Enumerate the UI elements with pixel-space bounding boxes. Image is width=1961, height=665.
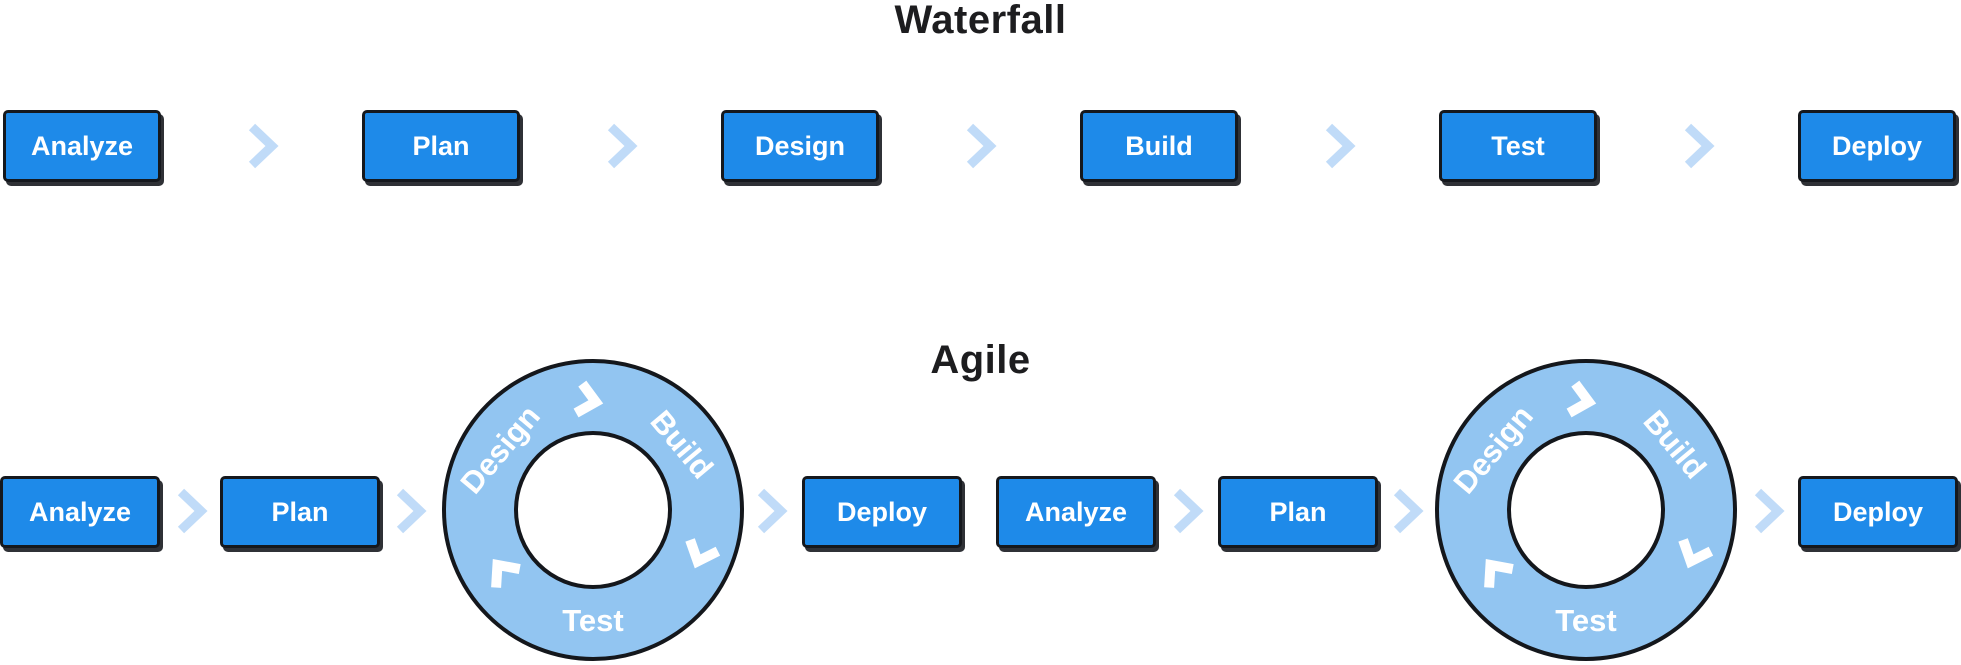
cycle-label-test: Test	[1555, 603, 1616, 638]
chevron-clockwise-icon	[1484, 558, 1514, 588]
cycle-label-test: Test	[562, 603, 623, 638]
chevron-right-icon	[177, 488, 208, 534]
agile-step-deploy-2: Deploy	[1798, 476, 1958, 548]
waterfall-step-plan: Plan	[362, 110, 520, 182]
cycle-ring-inner	[1507, 431, 1665, 589]
agile-step-analyze-1: Analyze	[0, 476, 160, 548]
waterfall-step-deploy: Deploy	[1798, 110, 1956, 182]
chevron-right-icon	[757, 488, 788, 534]
chevron-right-icon	[248, 123, 279, 169]
chevron-clockwise-icon	[685, 538, 721, 569]
agile-step-analyze-2: Analyze	[996, 476, 1156, 548]
waterfall-step-design: Design	[721, 110, 879, 182]
chevron-right-icon	[607, 123, 638, 169]
waterfall-step-build: Build	[1080, 110, 1238, 182]
chevron-right-icon	[966, 123, 997, 169]
agile-cycle-ring-1: Design Build Test	[442, 359, 744, 661]
cycle-ring-inner	[514, 431, 672, 589]
waterfall-flow-row: Analyze Plan Design Build Test Deploy	[3, 110, 1956, 182]
agile-step-plan-2: Plan	[1218, 476, 1378, 548]
chevron-clockwise-icon	[1566, 380, 1597, 418]
waterfall-title: Waterfall	[894, 0, 1067, 42]
chevron-right-icon	[396, 488, 427, 534]
waterfall-step-analyze: Analyze	[3, 110, 161, 182]
chevron-right-icon	[1754, 488, 1785, 534]
chevron-right-icon	[1393, 488, 1424, 534]
agile-title: Agile	[930, 338, 1031, 382]
chevron-right-icon	[1684, 123, 1715, 169]
agile-cycle-ring-2: Design Build Test	[1435, 359, 1737, 661]
chevron-clockwise-icon	[491, 558, 521, 588]
agile-step-plan-1: Plan	[220, 476, 380, 548]
agile-step-deploy-1: Deploy	[802, 476, 962, 548]
waterfall-step-test: Test	[1439, 110, 1597, 182]
chevron-right-icon	[1325, 123, 1356, 169]
chevron-clockwise-icon	[1678, 538, 1714, 569]
chevron-clockwise-icon	[573, 380, 604, 418]
chevron-right-icon	[1173, 488, 1204, 534]
